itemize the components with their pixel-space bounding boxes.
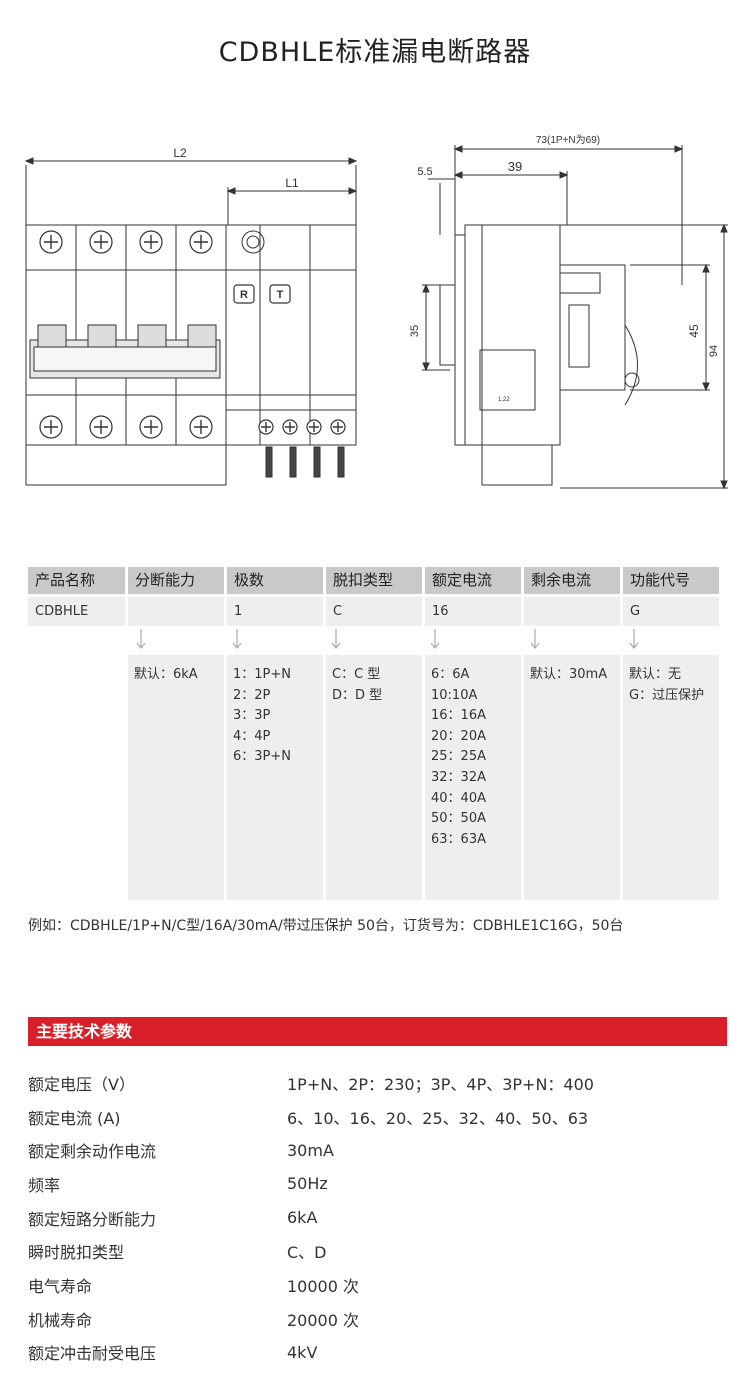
code-table: 产品名称 分断能力 极数 脱扣类型 额定电流 剩余电流 功能代号 CDBHLE … [28,567,722,626]
value-residual-current [524,597,620,626]
code-table-example-row: CDBHLE 1 C 16 G [28,594,722,626]
value-breaking-capacity [128,597,224,626]
spec-row: 电气寿命 10000 次 [28,1268,728,1302]
spec-value: C、D [287,1243,327,1263]
order-example: 例如：CDBHLE/1P+N/C型/16A/30mA/带过压保护 50台，订货号… [28,918,624,934]
spec-label: 额定剩余动作电流 [28,1142,157,1162]
option-item: 40：40A [431,790,486,806]
option-item: 6：3P+N [233,749,291,765]
spec-row: 机械寿命 20000 次 [28,1302,728,1336]
dim-73: 73(1P+N为69) [536,134,600,146]
front-view [24,157,358,486]
spec-row: 额定冲击耐受电压 4kV [28,1336,728,1370]
dim-35: 35 [409,325,421,337]
spec-value: 20000 次 [287,1310,359,1330]
option-item: C：C 型 [332,667,381,682]
rt-buttons [233,284,291,304]
spec-row: 频率 50Hz [28,1167,728,1201]
spec-label: 频率 [28,1175,61,1195]
option-item: 3：3P [233,708,271,724]
option-item: G：过压保护 [629,687,705,703]
option-item: 50：50A [431,811,486,827]
arrow-icon [430,629,440,649]
button-t-label: T [277,289,284,301]
options-row: 默认：6kA 1：1P+N 2：2P 3：3P 4：4P 6：3P+N C：C … [28,655,719,900]
spec-label: 额定电压（V） [28,1074,135,1094]
spec-value: 30mA [287,1140,334,1160]
arrow-icon [232,629,242,649]
specs-title: 主要技术参数 [36,1022,133,1041]
value-rated-current: 16 [425,597,521,626]
option-item: 32：32A [431,769,486,785]
breaker-drawing: L2 L1 R T [24,134,728,490]
value-function-code: G [623,597,719,626]
option-item: 默认：无 [629,667,682,682]
dim-39: 39 [508,159,522,174]
option-item: 默认：30mA [530,667,608,682]
header-residual-current: 剩余电流 [524,567,620,594]
header-poles: 极数 [227,567,323,594]
option-arrows [136,629,639,649]
mark-label: 1,22 [498,397,510,403]
spec-row: 瞬时脱扣类型 C、D [28,1234,728,1268]
spec-row: 额定电压（V） 1P+N、2P：230；3P、4P、3P+N：400 [28,1066,728,1100]
header-trip-type: 脱扣类型 [326,567,422,594]
spec-label: 电气寿命 [28,1276,93,1296]
spec-row: 额定电流 (A) 6、10、16、20、25、32、40、50、63 [28,1100,728,1134]
options-trip-type: C：C 型 D：D 型 [326,655,422,900]
dim-l1: L1 [285,176,299,190]
spec-value: 6kA [287,1208,318,1228]
page-title: CDBHLE标准漏电断路器 [218,37,532,68]
header-function-code: 功能代号 [623,567,719,594]
spec-value: 10000 次 [287,1276,359,1296]
specs-section-header: 主要技术参数 [28,1017,727,1046]
header-product-name: 产品名称 [28,567,125,594]
option-item: 16：16A [431,708,486,724]
button-r-label: R [240,289,248,301]
arrow-icon [331,629,341,649]
options-function-code: 默认：无 G：过压保护 [623,655,719,900]
options-residual-current: 默认：30mA [524,655,620,900]
dim-45: 45 [687,324,701,338]
spec-row: 额定剩余动作电流 30mA [28,1133,728,1167]
arrow-icon [530,629,540,649]
value-poles: 1 [227,597,323,626]
option-item: D：D 型 [332,687,383,703]
side-view [422,145,728,490]
dim-94: 94 [708,345,720,357]
arrow-icon [629,629,639,649]
spec-label: 机械寿命 [28,1310,93,1330]
options-breaking-capacity: 默认：6kA [128,655,224,900]
code-table-header: 产品名称 分断能力 极数 脱扣类型 额定电流 剩余电流 功能代号 [28,567,722,594]
options-poles: 1：1P+N 2：2P 3：3P 4：4P 6：3P+N [227,655,323,900]
options-rated-current: 6：6A 10:10A 16：16A 20：20A 25：25A 32：32A … [425,655,521,900]
specs-table: 额定电压（V） 1P+N、2P：230；3P、4P、3P+N：400 额定电流 (… [28,1066,728,1369]
option-item: 默认：6kA [134,667,198,682]
value-trip-type: C [326,597,422,626]
spec-label: 额定电流 (A) [28,1108,121,1128]
option-item: 20：20A [431,728,486,744]
option-item: 63：63A [431,831,486,847]
value-product-name: CDBHLE [28,597,125,626]
header-breaking-capacity: 分断能力 [128,567,224,594]
option-item: 6：6A [431,667,470,682]
header-rated-current: 额定电流 [425,567,521,594]
option-item: 2：2P [233,687,271,703]
spec-value: 6、10、16、20、25、32、40、50、63 [287,1108,589,1128]
arrow-icon [136,629,146,649]
spec-value: 50Hz [287,1174,328,1194]
option-item: 1：1P+N [233,667,291,682]
spec-label: 瞬时脱扣类型 [28,1243,125,1263]
spec-value: 1P+N、2P：230；3P、4P、3P+N：400 [287,1074,594,1094]
dim-5-5: 5.5 [417,166,432,178]
dim-l2: L2 [173,146,187,160]
spec-row: 额定短路分断能力 6kA [28,1201,728,1235]
option-item: 25：25A [431,749,486,765]
option-item: 4：4P [233,728,271,744]
spec-value: 4kV [287,1342,318,1362]
options-product-name [28,655,125,900]
option-item: 10:10A [431,687,478,703]
spec-label: 额定冲击耐受电压 [28,1344,157,1364]
spec-label: 额定短路分断能力 [28,1209,157,1229]
